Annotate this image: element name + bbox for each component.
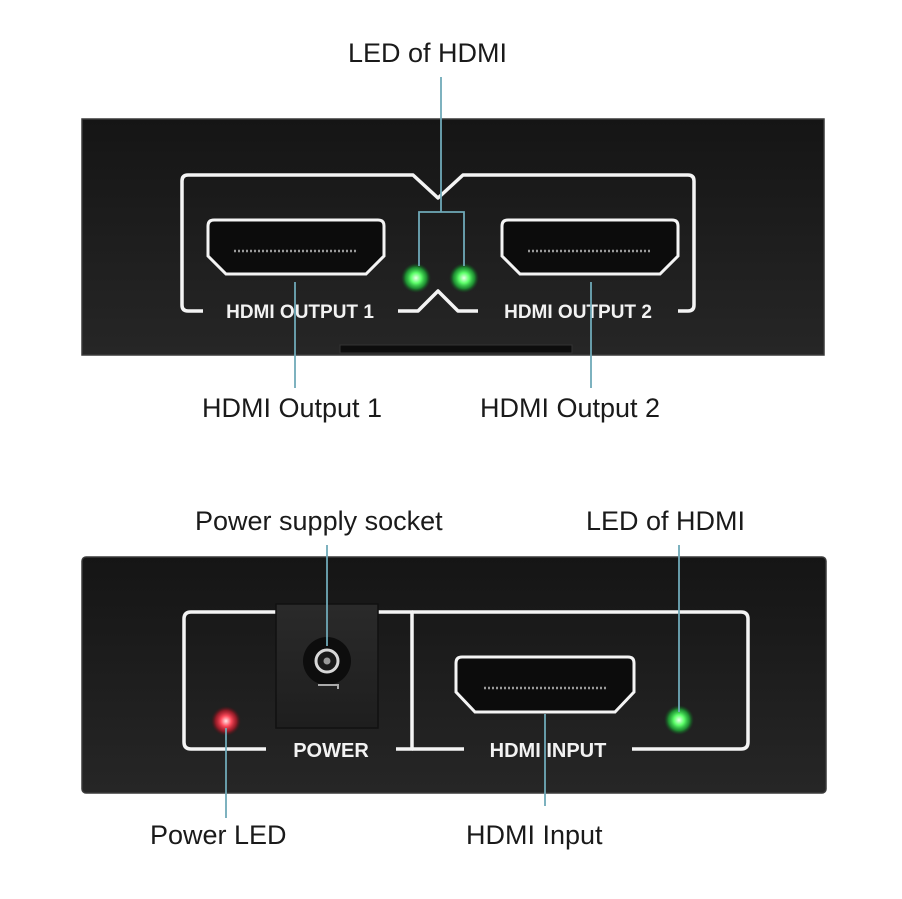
callout-hdmi-input: HDMI Input [466,820,603,850]
hdmi-output-1-port [206,218,386,276]
panel-label-power: POWER [293,740,369,762]
front-outline-frame [180,173,696,313]
callout-power-supply-socket: Power supply socket [195,506,443,536]
rear-outline-right [412,610,750,751]
callout-hdmi-output-2: HDMI Output 2 [480,393,661,423]
rear-device-body [81,556,827,794]
callout-led-of-hdmi-rear: LED of HDMI [586,506,746,536]
callout-power-led: Power LED [150,820,287,850]
panel-label-hdmi-input: HDMI INPUT [490,740,607,762]
hdmi-input-port [454,655,636,714]
led-output-1-icon [401,263,431,293]
callout-led-of-hdmi-front: LED of HDMI [348,38,508,68]
rear-outline-left [182,610,414,751]
callout-hdmi-output-1: HDMI Output 1 [202,393,383,423]
led-output-2-icon [449,263,479,293]
front-device-body [81,118,825,356]
panel-label-output-2: HDMI OUTPUT 2 [504,302,652,323]
input-led-icon [664,705,694,735]
front-bottom-slot [339,344,573,354]
front-leader-lines [294,77,592,388]
power-led-icon [211,706,241,736]
front-device: HDMI OUTPUT 1 HDMI OUTPUT 2 [81,118,825,356]
panel-label-output-1: HDMI OUTPUT 1 [226,302,374,323]
hdmi-output-2-port [500,218,680,276]
rear-device: POWER HDMI INPUT [81,556,827,794]
rear-leader-lines [225,545,680,818]
